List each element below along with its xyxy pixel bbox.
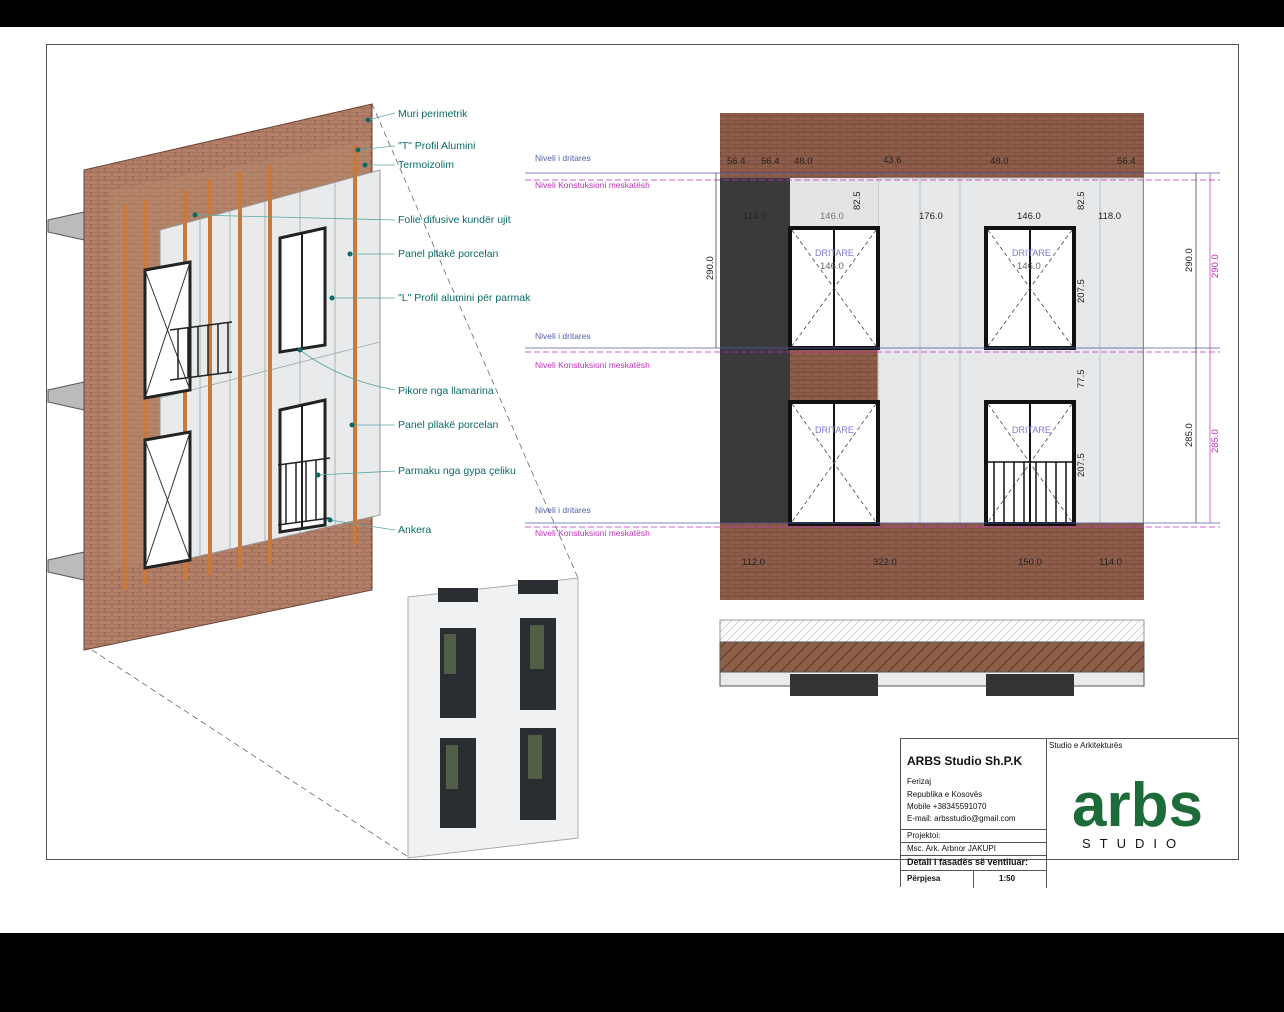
dim-window-height-top: 207.5 [1076, 279, 1087, 303]
slab-3 [47, 551, 85, 581]
level-structure-2: Niveli Konstuksioni meskatësh [535, 360, 650, 370]
dim-row-2: 146.0 [820, 211, 844, 222]
dim-window-inner-1: 146.0 [820, 261, 844, 272]
slab-1 [47, 211, 85, 241]
tb-company: ARBS Studio Sh.P.K [907, 754, 1023, 768]
svg-text:arbs: arbs [1072, 771, 1203, 840]
dim-top-2: 56.4 [761, 156, 780, 167]
dim-row-4: 146.0 [1017, 211, 1041, 222]
label-steel-railing: Parmaku nga gypa çeliku [398, 465, 516, 477]
drawing-frame [46, 44, 1239, 860]
dim-bottom-2: 322.0 [873, 557, 897, 568]
label-l-profile: "L" Profil alumini për parmak [398, 292, 531, 304]
dim-top-5: 48.0 [990, 156, 1009, 167]
window-label-4: DRITARE [1012, 425, 1051, 435]
tb-header: Studio e Arkitekturës [1049, 741, 1123, 750]
tb-country: Republika e Kosovës [907, 790, 983, 799]
axon-windows [143, 226, 331, 570]
dim-small-3: 77.5 [1076, 369, 1087, 389]
window-label-3: DRITARE [815, 425, 854, 435]
level-structure-1: Niveli Konstuksioni meskatësh [535, 180, 650, 190]
dim-small-2: 82.5 [1076, 191, 1087, 211]
dim-vertical-right-bottom-mag: 285.0 [1210, 429, 1221, 453]
arbs-logo: arbs STUDIO [1072, 771, 1203, 851]
tb-email: E-mail: arbsstudio@gmail.com [907, 814, 1016, 823]
label-t-profile: "T" Profil Alumini [398, 140, 476, 152]
dim-top-3: 48.0 [794, 156, 813, 167]
tb-city: Ferizaj [907, 777, 932, 786]
label-thermal-insulation: Termoizolim [398, 159, 455, 171]
tb-mobile: Mobile +38345591070 [907, 802, 987, 811]
window-label-1: DRITARE [815, 248, 854, 258]
tb-architect: Msc. Ark. Arbnor JAKUPI [907, 844, 996, 853]
dim-vertical-right-bottom: 285.0 [1184, 423, 1195, 447]
level-window-2: Niveli i dritares [535, 331, 591, 341]
dim-top-4: 43.6 [883, 155, 902, 166]
slab-2 [47, 381, 85, 411]
label-porcelain-panel-1: Panel pllakë porcelan [398, 248, 499, 260]
label-diffusion-foil: Folie difusive kundër ujit [398, 214, 511, 226]
tb-drawing-title: Detali i fasadës së ventiluar: [907, 857, 1029, 867]
elevation [525, 113, 1220, 696]
leader-lines [194, 112, 396, 531]
window-label-2: DRITARE [1012, 248, 1051, 258]
section-panel [719, 671, 1145, 687]
dim-window-inner-2: 146.0 [1017, 261, 1041, 272]
section-hatch [719, 619, 1145, 643]
level-window-1: Niveli i dritares [535, 153, 591, 163]
label-perimeter-wall: Muri perimetrik [398, 108, 468, 120]
building-thumbnail [407, 577, 579, 859]
label-porcelain-panel-2: Panel pllakë porcelan [398, 419, 499, 431]
level-structure-3: Niveli Konstuksioni meskatësh [535, 528, 650, 538]
dim-small-1: 82.5 [852, 191, 863, 211]
elevation-dark-section [720, 178, 790, 523]
title-block: Studio e Arkitekturës ARBS Studio Sh.P.K… [900, 738, 1239, 888]
tb-scale-value: 1:50 [999, 874, 1016, 883]
dim-bottom-1: 112.0 [742, 557, 766, 568]
label-anchors: Ankera [398, 524, 432, 536]
elevation-windows [788, 226, 1076, 526]
tb-scale-label: Përpjesa [907, 874, 941, 883]
axonometric-facade [47, 103, 579, 859]
dim-bottom-4: 114.0 [1099, 557, 1123, 568]
dim-vertical-right-top-mag: 290.0 [1210, 254, 1221, 278]
section-brick [719, 641, 1145, 673]
dim-vertical-right-top: 290.0 [1184, 248, 1195, 272]
dim-bottom-3: 150.0 [1018, 557, 1042, 568]
svg-text:STUDIO: STUDIO [1082, 836, 1185, 851]
tb-project-label: Projektoi: [907, 831, 941, 840]
label-drip-sheet: Pikore nga llamarina [398, 385, 494, 397]
dim-row-1: 114.0 [743, 211, 767, 222]
dim-top-6: 56.4 [1117, 156, 1136, 167]
dim-vertical-left: 290.0 [705, 256, 716, 280]
leader-dots [192, 117, 371, 523]
projection-lines [91, 103, 579, 859]
level-window-3: Niveli i dritares [535, 505, 591, 515]
dim-row-3: 176.0 [919, 211, 943, 222]
dim-row-5: 118.0 [1098, 211, 1122, 222]
dim-window-height-bottom: 207.5 [1076, 453, 1087, 477]
dim-top-1: 56.4 [727, 156, 746, 167]
